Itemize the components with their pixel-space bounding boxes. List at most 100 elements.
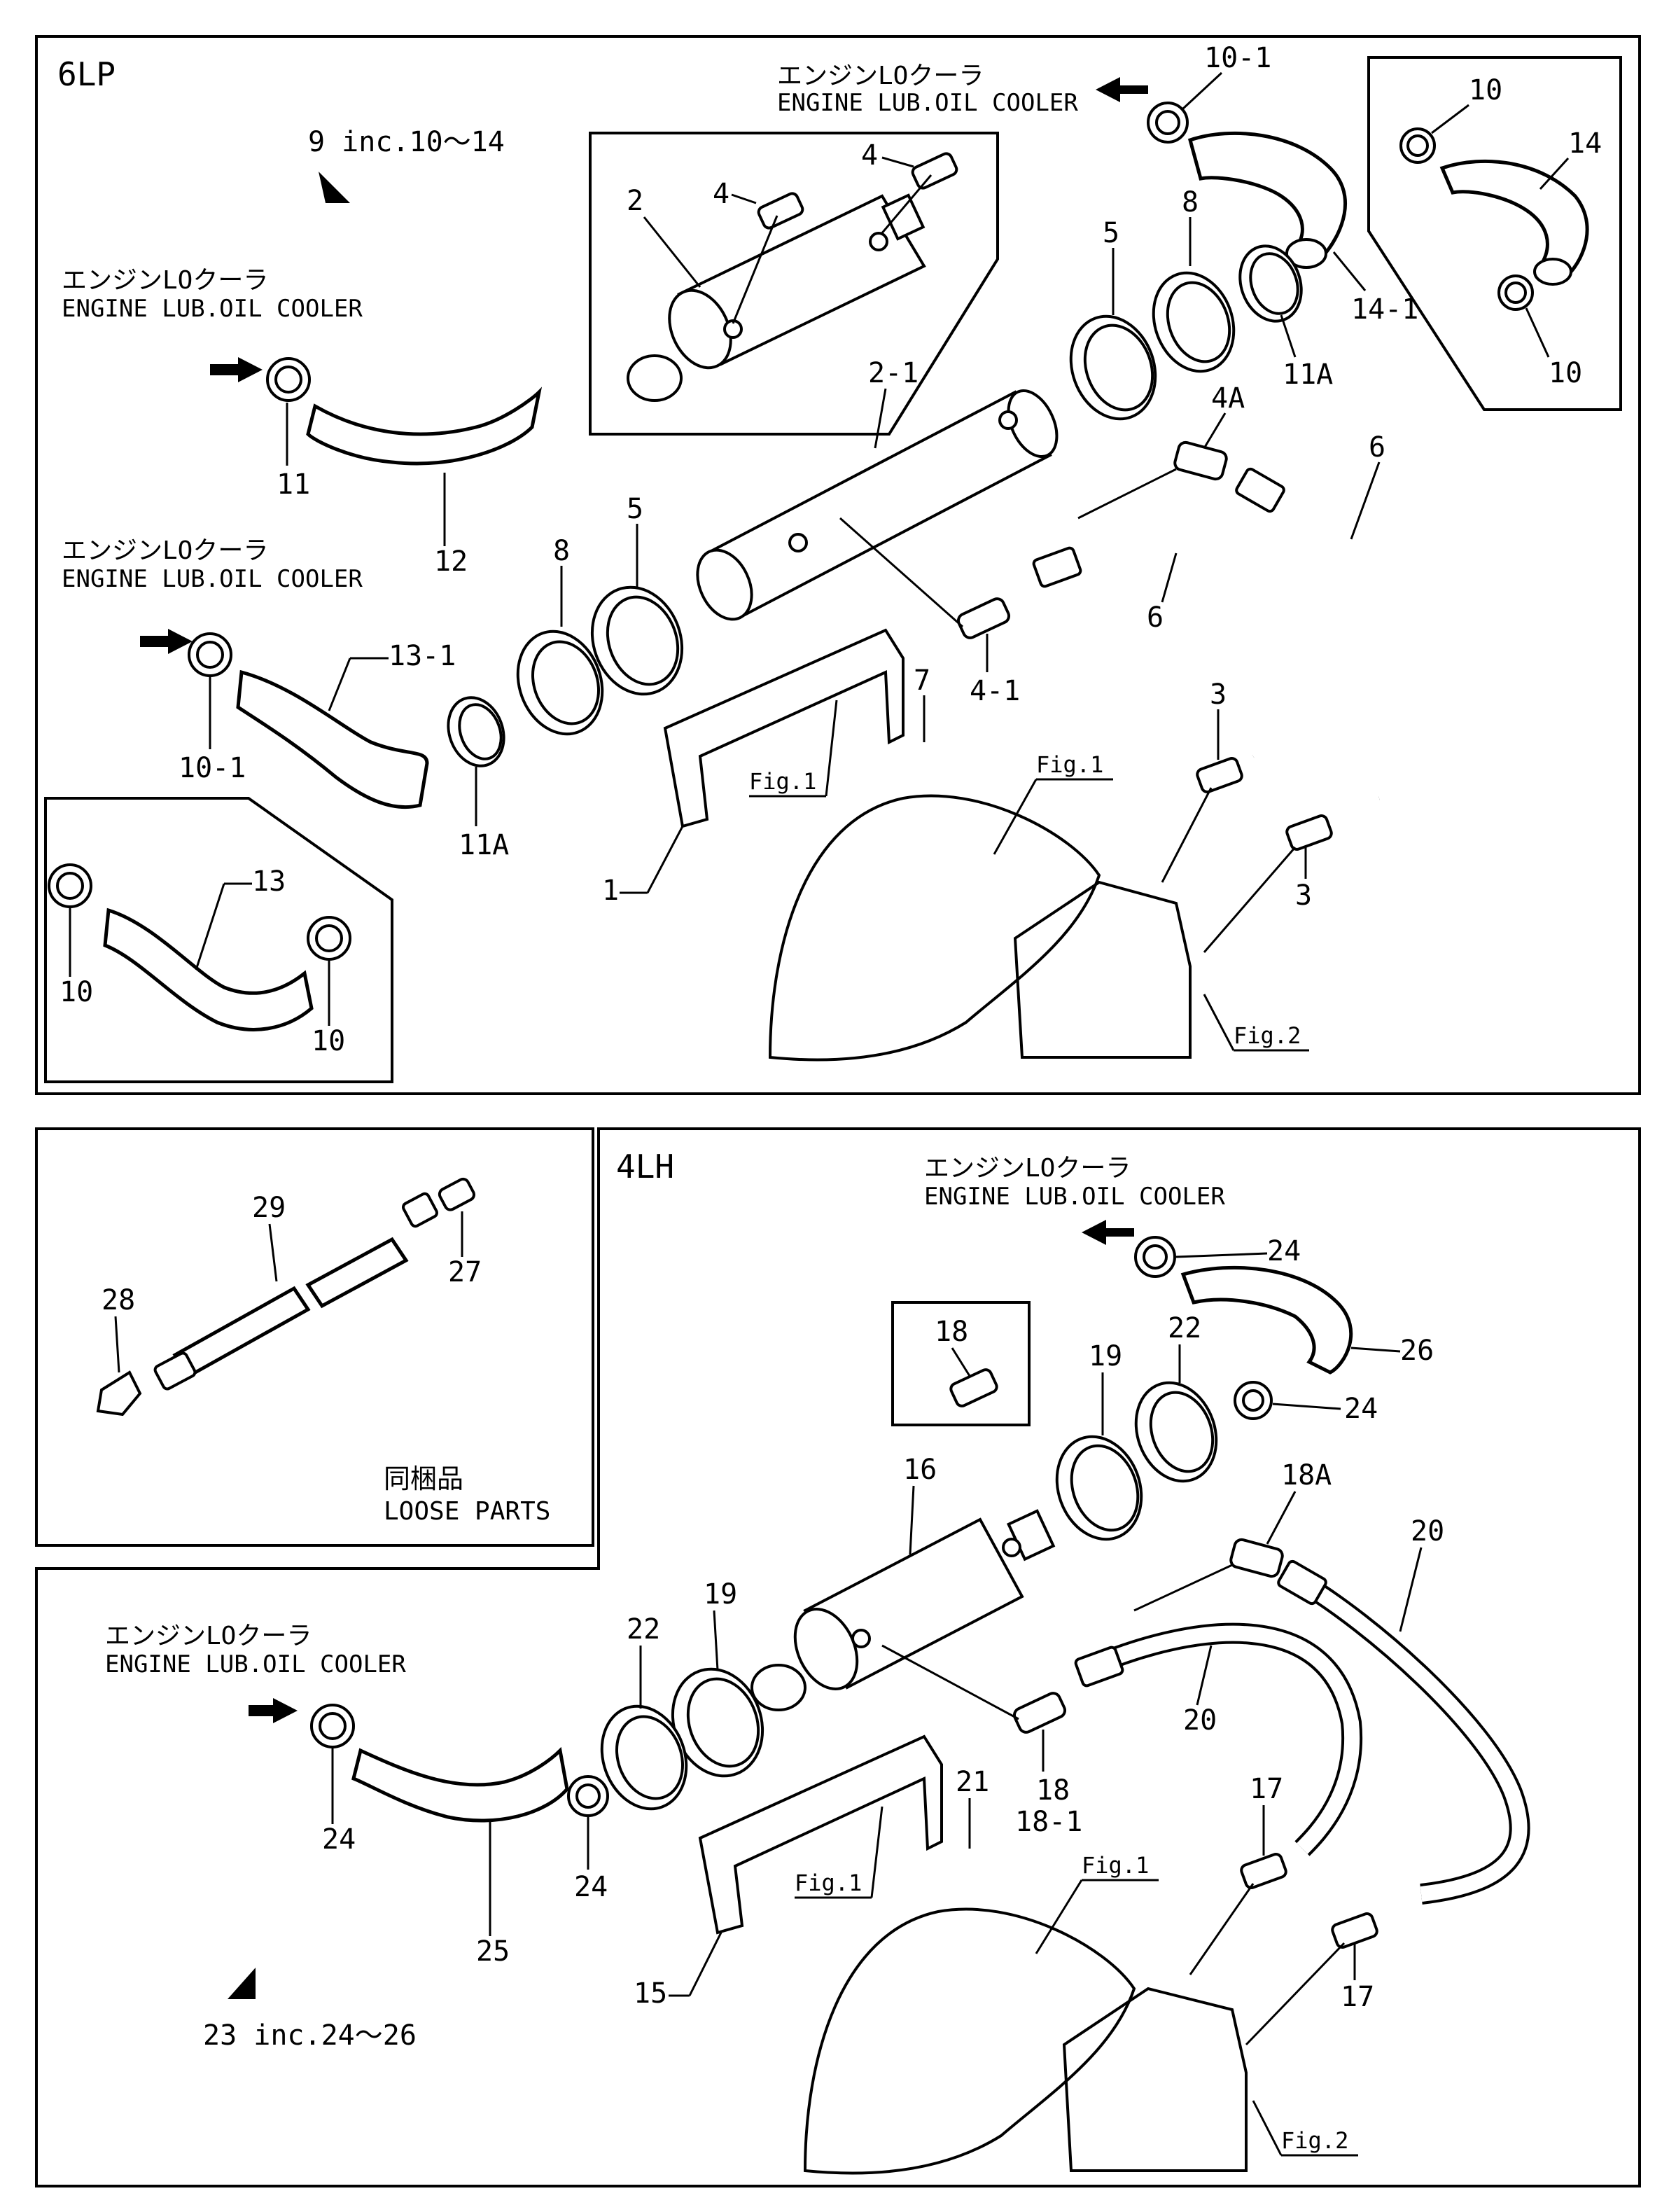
fitting-27: [438, 1177, 475, 1211]
svg-text:ENGINE LUB.OIL COOLER: ENGINE LUB.OIL COOLER: [105, 1650, 406, 1678]
fitting-4-a: [732, 192, 804, 324]
oil-cooler-16: [750, 1509, 1056, 1711]
panel-6lp-frame: [35, 35, 1641, 1095]
label-11-top: 11: [277, 468, 310, 501]
label-24-d: 24: [574, 1871, 608, 1903]
label-4-b: 4: [861, 139, 878, 172]
label-7: 7: [914, 665, 930, 697]
label-4a: 4A: [1211, 382, 1245, 415]
label-24-a: 24: [1267, 1235, 1301, 1267]
oil-cooler-2: [627, 193, 926, 402]
hose-14-1: [1187, 131, 1347, 269]
fitting-17-b: [1245, 1912, 1378, 2046]
clamp-8-upper: [1152, 271, 1236, 373]
hose-6-b-inner: [1256, 483, 1486, 806]
fitting-3-b: [1203, 814, 1333, 953]
label-21: 21: [956, 1766, 989, 1798]
label-17-a: 17: [1250, 1773, 1283, 1805]
fitting-18-inset: [949, 1368, 998, 1407]
fig-label-1b: Fig.1: [993, 751, 1113, 855]
label-13: 13: [252, 865, 286, 898]
fig-label-1c: Fig.1: [795, 1806, 884, 1899]
hose-20-a-inner: [1089, 1625, 1360, 1854]
label-10-inset-b: 10: [1549, 357, 1582, 389]
label-11a-lower: 11A: [459, 829, 509, 861]
label-8-lower: 8: [553, 535, 570, 567]
fitting-18: [881, 1644, 1067, 1734]
svg-text:エンジンLOクーラ: エンジンLOクーラ: [924, 1154, 1131, 1183]
label-3-b: 3: [1295, 879, 1312, 912]
hose-26: [1180, 1265, 1353, 1375]
label-17-b: 17: [1341, 1981, 1374, 2013]
label-1: 1: [602, 875, 619, 907]
hose-13: [103, 907, 314, 1031]
label-10-c: 10: [60, 976, 93, 1008]
label-3-a: 3: [1210, 679, 1227, 711]
label-24-c: 24: [322, 1823, 356, 1856]
svg-text:Fig.1: Fig.1: [749, 768, 816, 795]
label-10-1-left: 10-1: [179, 752, 246, 784]
assembly-note-9: 9 inc.10～14: [308, 126, 505, 158]
clamp-10-b: [1497, 274, 1534, 311]
oil-cooler-2-1: [696, 389, 1059, 621]
svg-text:Fig.2: Fig.2: [1234, 1022, 1301, 1049]
hose-end-6-b: [1235, 467, 1285, 513]
clamp-8-lower: [516, 629, 604, 736]
bracket-1: [663, 628, 905, 828]
assembly-note-arrow: [319, 172, 350, 203]
svg-text:Fig.1: Fig.1: [1036, 751, 1103, 778]
label-18-inset: 18: [935, 1316, 968, 1348]
fig-label-1a: Fig.1: [749, 700, 838, 798]
engine-block-bottom: [1062, 1987, 1248, 2172]
clamp-24-left: [310, 1704, 355, 1748]
clamp-22-upper: [1134, 1381, 1218, 1483]
cooler-callout-top-left-2: エンジンLOクーラ ENGINE LUB.OIL COOLER: [62, 536, 363, 654]
label-18-1: 18-1: [1015, 1806, 1082, 1838]
svg-text:Fig.2: Fig.2: [1281, 2127, 1348, 2154]
clamp-24-top: [1134, 1236, 1176, 1278]
cooler-callout-bottom-top: エンジンLOクーラ ENGINE LUB.OIL COOLER: [924, 1154, 1225, 1245]
label-26: 26: [1400, 1335, 1434, 1367]
arrow-icon: [1082, 1220, 1134, 1245]
hose-end-20-a: [1074, 1646, 1124, 1688]
label-28: 28: [102, 1284, 135, 1316]
label-19-upper: 19: [1089, 1340, 1122, 1372]
label-29: 29: [252, 1192, 286, 1224]
arrow-icon: [249, 1698, 298, 1723]
assembly-note-arrow: [228, 1968, 256, 1999]
ring-5-lower: [590, 585, 684, 696]
clamp-24-mid: [567, 1775, 609, 1817]
loose-parts-ja: 同梱品: [384, 1463, 463, 1494]
elbow-fitting-4a: [1077, 440, 1228, 520]
loose-parts-en: LOOSE PARTS: [384, 1497, 550, 1526]
label-22-lower: 22: [627, 1613, 660, 1646]
fig-label-1d: Fig.1: [1035, 1852, 1159, 1954]
svg-text:Fig.1: Fig.1: [795, 1870, 862, 1896]
svg-text:ENGINE LUB.OIL COOLER: ENGINE LUB.OIL COOLER: [62, 295, 363, 323]
svg-text:ENGINE LUB.OIL COOLER: ENGINE LUB.OIL COOLER: [924, 1183, 1225, 1211]
clamp-11a-lower: [447, 696, 505, 767]
clamp-10-d: [307, 916, 351, 961]
engine-outline-bottom: [803, 1907, 1136, 2175]
hose-14: [1439, 159, 1589, 286]
ring-5-upper: [1069, 314, 1157, 421]
ring-19-upper: [1055, 1435, 1143, 1541]
ring-19-lower: [671, 1667, 764, 1778]
panel-4lh-title: 4LH: [616, 1148, 674, 1185]
clamp-24-right: [1234, 1381, 1273, 1420]
label-25: 25: [476, 1935, 510, 1968]
label-5-lower: 5: [627, 493, 643, 525]
hose-20-b-inner: [1298, 1575, 1528, 1902]
bracket-15: [698, 1734, 943, 1935]
label-4-a: 4: [713, 178, 729, 210]
cooler-callout-bottom-left: エンジンLOクーラ ENGINE LUB.OIL COOLER: [105, 1622, 406, 1723]
clamp-11-top: [266, 357, 311, 402]
inset-box-fitting-18: [891, 1301, 1031, 1426]
cooler-callout-top-left-1: エンジンLOクーラ ENGINE LUB.OIL COOLER: [62, 266, 363, 382]
hose-6-a: [1049, 529, 1319, 758]
label-8-upper: 8: [1182, 186, 1199, 218]
clamp-10-1-top: [1147, 102, 1189, 144]
label-13-1: 13-1: [389, 640, 456, 672]
label-12: 12: [434, 545, 468, 578]
